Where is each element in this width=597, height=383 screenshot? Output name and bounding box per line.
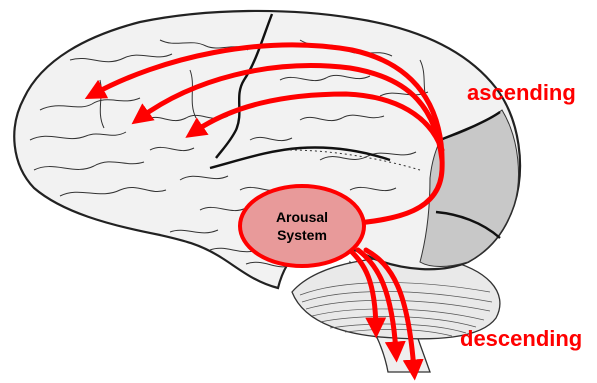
arousal-label-line1: Arousal <box>276 209 328 225</box>
arousal-label-line2: System <box>277 227 327 243</box>
arousal-system-node <box>240 186 364 266</box>
descending-label: descending <box>460 326 582 352</box>
ascending-label: ascending <box>467 80 576 106</box>
